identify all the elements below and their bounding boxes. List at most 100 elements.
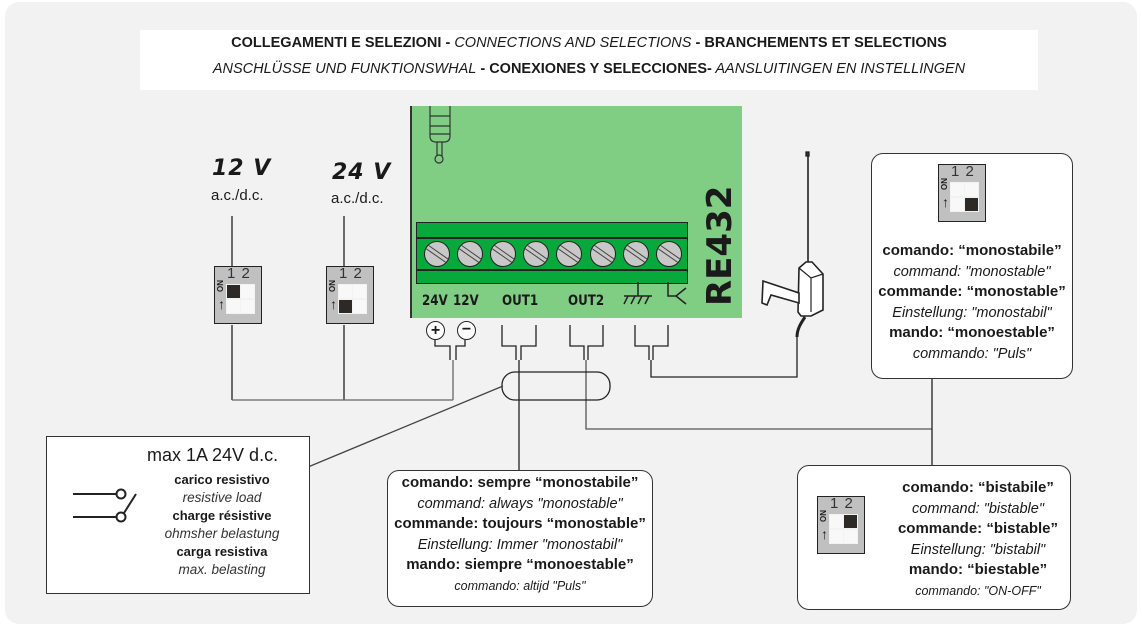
label-24v-acdc: a.c./d.c. (331, 190, 384, 207)
arrow-up-icon: ↑ (821, 526, 828, 542)
title-seg: - (476, 61, 490, 77)
command-line: commande: “monostable” (878, 283, 1066, 300)
command-line: commando: "Puls" (912, 345, 1032, 362)
command-line: mando: “biestable” (908, 561, 1048, 578)
command-line: mando: “monoestable” (889, 324, 1055, 341)
title-seg: - (441, 35, 455, 51)
connector-power (434, 340, 466, 360)
terminal-screw (424, 241, 450, 267)
connector-out1 (501, 325, 537, 360)
load-line: max. belasting (178, 562, 266, 577)
wire (585, 360, 932, 430)
minus-icon: − (457, 321, 476, 340)
dip-lever-2 (241, 285, 254, 298)
load-line: carico resistivo (174, 472, 270, 487)
connector-out2 (569, 325, 604, 360)
terminal-label-24v: 24V (422, 293, 448, 309)
terminal-label-out2: OUT2 (568, 293, 605, 309)
monostable-box: 1 2 ON ↑ comando: “monostabile” command:… (871, 153, 1073, 379)
title-seg: CONNECTIONS AND SELECTIONS (454, 35, 692, 51)
arrow-up-icon: ↑ (330, 296, 337, 312)
dip-switch-24v: 1 2 ON ↑ (326, 265, 374, 324)
ground-icon (623, 282, 687, 305)
dip-lever-2 (965, 198, 978, 211)
dip-switch-monostable: 1 2 ON ↑ (938, 163, 986, 222)
dip-on-label: ON (328, 280, 337, 292)
antenna-tip (805, 151, 810, 157)
onboard-antenna-icon (429, 106, 451, 164)
dip-numbers: 1 2 (227, 265, 251, 282)
cable-bundle (501, 371, 611, 401)
antenna-cable (795, 316, 807, 338)
title-seg: AANSLUITINGEN EN INSTELLINGEN (711, 61, 966, 77)
command-line: comando: sempre “monostabile” (401, 474, 639, 491)
load-line: ohmsher belastung (164, 526, 280, 541)
command-line: commando: altijd "Puls" (454, 578, 586, 593)
command-line: comando: “bistabile” (902, 479, 1054, 496)
plus-icon: + (426, 321, 445, 340)
dip-on-label: ON (216, 280, 225, 292)
antenna-bracket (761, 279, 800, 307)
relay-contact-icon (73, 488, 137, 523)
terminal-screw (623, 241, 649, 267)
load-rating: max 1A 24V d.c. (147, 445, 279, 465)
dip-lever-2 (844, 515, 857, 528)
title-seg: COLLEGAMENTI E SELEZIONI (231, 35, 442, 51)
label-12v-acdc: a.c./d.c. (211, 187, 264, 204)
label-12v: 12 V (212, 156, 272, 181)
dip-switch-12v: 1 2 ON ↑ (214, 265, 262, 324)
command-line: Einstellung: Immer "monostabil" (417, 536, 623, 553)
dip-lever-1 (951, 183, 964, 196)
dip-lever-1 (830, 515, 843, 528)
label-24v: 24 V (332, 160, 392, 185)
terminal-screw (556, 241, 582, 267)
leader-line (307, 385, 504, 468)
terminal-label-12v: 12V (453, 293, 479, 309)
dip-on-label: ON (940, 178, 949, 190)
dip-switch-bistable: 1 2 ON ↑ (817, 495, 865, 554)
command-line: commando: "ON-OFF" (915, 583, 1041, 598)
dip-on-label: ON (819, 510, 828, 522)
load-line: carga resistiva (176, 544, 268, 559)
command-line: commande: toujours “monostable” (394, 515, 646, 532)
title-seg: - (691, 35, 705, 51)
dip-lever-2 (353, 300, 366, 313)
terminal-label-out1: OUT1 (502, 293, 539, 309)
terminal-screw (523, 241, 549, 267)
dip-lever-1 (227, 285, 240, 298)
wire (650, 337, 798, 378)
title-line-2: ANSCHLÜSSE UND FUNKTIONSWHAL - CONEXIONE… (140, 61, 1038, 77)
model-label: RE432 (700, 185, 740, 306)
title-seg: CONEXIONES Y SELECCIONES- (489, 61, 712, 77)
terminal-screw (590, 241, 616, 267)
command-line: Einstellung: "bistabil" (910, 541, 1046, 558)
out1-command-box: comando: sempre “monostabile” command: a… (387, 470, 653, 607)
bistable-box: 1 2 ON ↑ comando: “bistabile” command: "… (797, 465, 1071, 610)
dip-numbers: 1 2 (339, 265, 363, 282)
load-info-box: max 1A 24V d.c. carico resistivo resisti… (46, 436, 310, 594)
title-line-1: COLLEGAMENTI E SELEZIONI - CONNECTIONS A… (140, 35, 1038, 51)
terminal-screw (457, 241, 483, 267)
receiver-board (410, 106, 742, 318)
title-box: COLLEGAMENTI E SELEZIONI - CONNECTIONS A… (140, 30, 1038, 90)
arrow-up-icon: ↑ (218, 296, 225, 312)
dip-numbers: 1 2 (830, 495, 854, 512)
command-line: commande: “bistable” (897, 520, 1059, 537)
load-line: resistive load (182, 490, 262, 505)
command-line: comando: “monostabile” (882, 242, 1062, 259)
command-line: command: always "monostable" (417, 495, 623, 512)
antenna-terminal-icon (667, 282, 687, 305)
command-line: Einstellung: "monostabil" (892, 304, 1052, 321)
title-seg: ANSCHLÜSSE UND FUNKTIONSWHAL (212, 61, 477, 77)
command-line: mando: siempre “monoestable” (406, 556, 634, 573)
command-line: command: "monostable" (893, 263, 1051, 280)
dip-numbers: 1 2 (951, 163, 975, 180)
title-seg: BRANCHEMENTS ET SELECTIONS (704, 35, 947, 51)
terminal-screw (656, 241, 682, 267)
arrow-up-icon: ↑ (942, 194, 949, 210)
terminal-screw (490, 241, 516, 267)
connector-antenna (634, 325, 669, 360)
dip-lever-1 (339, 300, 352, 313)
command-line: command: "bistable" (912, 500, 1044, 517)
terminal-block (416, 222, 688, 284)
